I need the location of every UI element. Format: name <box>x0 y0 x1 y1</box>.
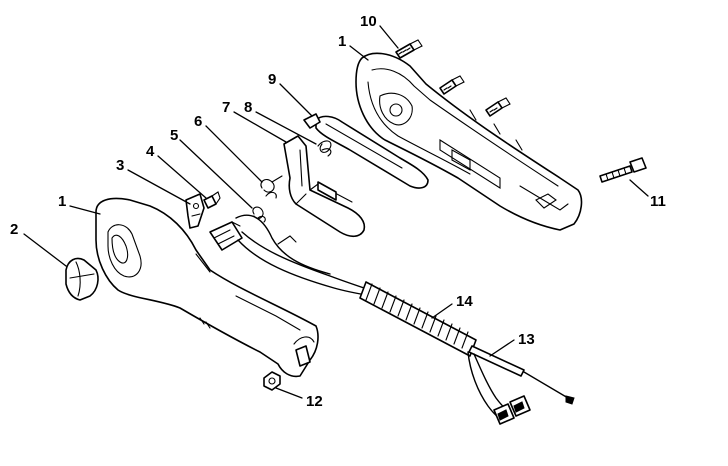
screw-10-a <box>395 39 423 59</box>
callout-7: 7 <box>222 99 230 116</box>
callout-3: 3 <box>116 157 124 174</box>
screw-10-c <box>485 97 511 117</box>
callout-2: 2 <box>10 221 18 238</box>
spring-8 <box>317 140 332 157</box>
handle-half-right <box>355 52 583 231</box>
switch-plate-3 <box>185 193 205 229</box>
screw-10-b <box>439 75 465 95</box>
callout-10: 10 <box>360 13 377 30</box>
leader-lines <box>23 25 649 399</box>
knob-2 <box>65 257 99 301</box>
callout-1-lower: 1 <box>58 193 66 210</box>
callout-8: 8 <box>244 99 252 116</box>
cable-spiral-14 <box>359 281 477 357</box>
connector-a <box>493 403 515 425</box>
callout-14: 14 <box>456 293 473 310</box>
callout-6: 6 <box>194 113 202 130</box>
throttle-trigger-7 <box>283 135 366 238</box>
throttle-cable-13 <box>467 345 575 421</box>
switch-block <box>209 221 243 251</box>
connector-b <box>509 395 531 417</box>
callout-1-upper: 1 <box>338 33 346 50</box>
callout-5: 5 <box>170 127 178 144</box>
handle-half-left <box>95 197 319 378</box>
callout-13: 13 <box>518 331 535 348</box>
callout-4: 4 <box>146 143 155 160</box>
callout-12: 12 <box>306 393 323 410</box>
spring-6 <box>260 175 283 199</box>
callout-11: 11 <box>650 193 666 210</box>
callout-labels: 10 1 9 8 7 6 5 4 3 1 2 12 13 14 11 <box>10 13 666 410</box>
wires <box>235 214 373 297</box>
screw-4 <box>203 191 221 209</box>
screw-11 <box>599 157 647 183</box>
callout-9: 9 <box>268 71 276 88</box>
nut-12 <box>263 371 281 391</box>
